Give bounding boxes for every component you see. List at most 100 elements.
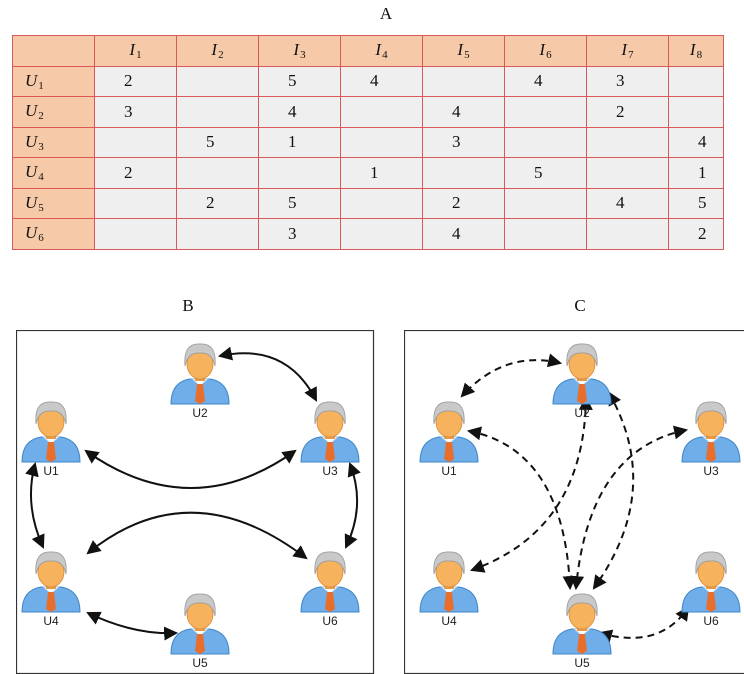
user-node-label: U2 bbox=[192, 406, 208, 420]
rating-cell: 4 bbox=[504, 65, 587, 97]
rating-cell bbox=[340, 126, 423, 158]
rating-cell: 2 bbox=[586, 96, 669, 128]
user-header-U3: U3 bbox=[12, 126, 95, 158]
person-icon bbox=[419, 401, 479, 463]
item-header-subscript: 1 bbox=[136, 49, 142, 62]
user-header-U6: U6 bbox=[12, 218, 95, 250]
user-node-u3: U3 bbox=[300, 401, 360, 478]
user-header-subscript: 5 bbox=[38, 201, 44, 214]
rating-cell: 4 bbox=[668, 126, 724, 158]
edge-u2-u3 bbox=[217, 346, 317, 402]
person-icon bbox=[300, 401, 360, 463]
rating-cell bbox=[504, 126, 587, 158]
edge-u1-u3 bbox=[84, 449, 297, 489]
rating-cell bbox=[504, 96, 587, 128]
user-header-U5: U5 bbox=[12, 187, 95, 219]
rating-cell: 2 bbox=[668, 218, 724, 250]
user-node-u2: U2 bbox=[552, 343, 612, 420]
person-icon bbox=[21, 401, 81, 463]
panel-label-a: A bbox=[379, 4, 393, 23]
user-header-subscript: 3 bbox=[38, 140, 44, 153]
person-icon bbox=[170, 593, 230, 655]
rating-cell: 5 bbox=[668, 187, 724, 219]
item-header-subscript: 8 bbox=[696, 49, 703, 62]
rating-cell: 4 bbox=[258, 96, 341, 128]
rating-cell: 5 bbox=[504, 157, 587, 189]
user-node-u6: U6 bbox=[681, 551, 741, 628]
edge-u1-u5 bbox=[466, 426, 577, 591]
panel-label-b: B bbox=[182, 296, 194, 315]
item-header-I1: I1 bbox=[94, 35, 177, 67]
rating-cell bbox=[586, 218, 669, 250]
rating-cell: 4 bbox=[422, 96, 505, 128]
rating-cell bbox=[504, 218, 587, 250]
rating-cell: 2 bbox=[176, 187, 259, 219]
edge-u4-u5 bbox=[86, 611, 179, 641]
user-node-label: U5 bbox=[574, 656, 590, 670]
edge-u2-u4 bbox=[470, 395, 593, 573]
rating-cell: 3 bbox=[422, 126, 505, 158]
panel-label-c: C bbox=[574, 296, 586, 315]
item-header-I4: I4 bbox=[340, 35, 423, 67]
item-header-subscript: 5 bbox=[464, 49, 470, 62]
rating-cell bbox=[340, 218, 423, 250]
user-header-subscript: 4 bbox=[38, 171, 44, 184]
user-node-u5: U5 bbox=[170, 593, 230, 670]
user-node-label: U1 bbox=[43, 464, 59, 478]
rating-cell bbox=[668, 96, 724, 128]
user-node-label: U2 bbox=[574, 406, 590, 420]
user-header-subscript: 6 bbox=[38, 232, 44, 245]
user-header-U4: U4 bbox=[12, 157, 95, 189]
user-node-u2: U2 bbox=[170, 343, 230, 420]
person-icon bbox=[552, 343, 612, 405]
item-header-subscript: 2 bbox=[218, 49, 224, 62]
user-node-label: U5 bbox=[192, 656, 208, 670]
person-icon bbox=[21, 551, 81, 613]
rating-cell: 4 bbox=[586, 187, 669, 219]
user-node-label: U6 bbox=[322, 614, 338, 628]
item-header-subscript: 4 bbox=[382, 49, 388, 62]
rating-cell: 2 bbox=[94, 157, 177, 189]
rating-cell bbox=[586, 126, 669, 158]
rating-cell bbox=[504, 187, 587, 219]
user-node-label: U4 bbox=[441, 614, 457, 628]
edge-u3-u6 bbox=[344, 462, 361, 549]
user-node-label: U6 bbox=[703, 614, 719, 628]
rating-cell: 5 bbox=[176, 126, 259, 158]
edge-u2-u1 bbox=[460, 353, 563, 398]
rating-cell bbox=[586, 157, 669, 189]
item-header-I8: I8 bbox=[668, 35, 724, 67]
item-header-I7: I7 bbox=[586, 35, 669, 67]
rating-cell: 2 bbox=[422, 187, 505, 219]
rating-cell: 4 bbox=[340, 65, 423, 97]
user-node-u6: U6 bbox=[300, 551, 360, 628]
item-header-subscript: 7 bbox=[628, 49, 634, 62]
rating-cell bbox=[176, 218, 259, 250]
rating-cell: 5 bbox=[258, 65, 341, 97]
edge-u5-u6 bbox=[597, 606, 690, 644]
rating-cell: 3 bbox=[94, 96, 177, 128]
rating-cell: 5 bbox=[258, 187, 341, 219]
user-header-U2: U2 bbox=[12, 96, 95, 128]
rating-cell: 1 bbox=[668, 157, 724, 189]
user-node-label: U3 bbox=[703, 464, 719, 478]
person-icon bbox=[300, 551, 360, 613]
rating-cell: 4 bbox=[422, 218, 505, 250]
user-header-U1: U1 bbox=[12, 65, 95, 97]
rating-cell bbox=[176, 65, 259, 97]
user-node-label: U3 bbox=[322, 464, 338, 478]
rating-cell bbox=[94, 187, 177, 219]
item-header-subscript: 6 bbox=[546, 49, 552, 62]
rating-cell bbox=[94, 218, 177, 250]
rating-cell bbox=[422, 157, 505, 189]
user-header-subscript: 2 bbox=[38, 110, 44, 123]
rating-cell: 1 bbox=[340, 157, 423, 189]
edge-u1-u4 bbox=[25, 461, 45, 549]
rating-cell bbox=[176, 96, 259, 128]
